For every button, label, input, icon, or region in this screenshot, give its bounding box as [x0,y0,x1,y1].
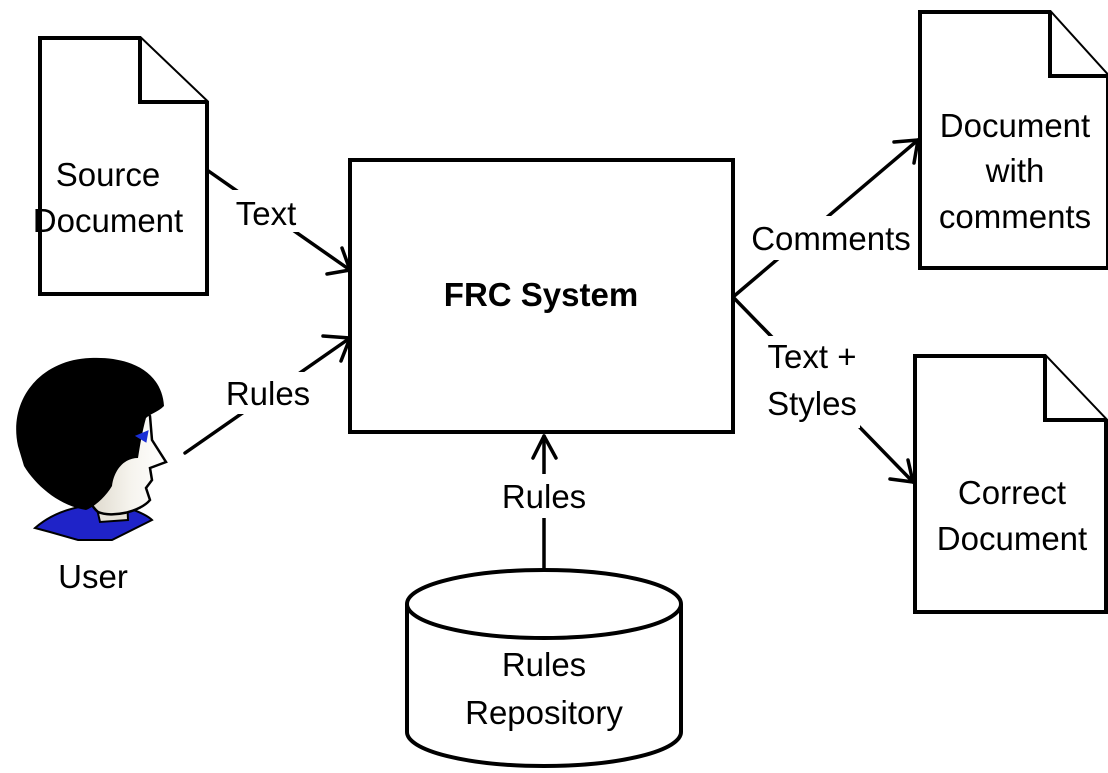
rules-repository-label-line2: Repository [465,694,623,731]
edge-source-to-frc: Text [205,168,352,276]
edge-frc-to-correct: Text + Styles [731,295,915,484]
document-with-comments-node: Document with comments [918,10,1108,270]
rules-repository-node: Rules Repository [405,568,683,768]
edge-label-comments: Comments [751,220,911,257]
document-with-comments-label-line1: Document [940,107,1090,144]
correct-document-label-line1: Correct [958,474,1066,511]
source-document-label-line2: Document [33,202,183,239]
edge-label-text: Text [236,195,297,232]
user-node: User [16,357,168,595]
edge-frc-to-commented: Comments [731,138,920,299]
document-with-comments-label-line2: with [985,152,1045,189]
user-label: User [58,558,128,595]
source-document-label-line1: Source [56,156,161,193]
correct-document-label-line2: Document [937,520,1087,557]
edge-label-styles: Styles [767,385,857,422]
edge-repository-to-frc: Rules [496,434,592,572]
document-with-comments-label-line3: comments [939,198,1091,235]
edge-label-repository-rules: Rules [502,478,586,515]
frc-system-label: FRC System [444,276,638,313]
user-avatar-icon [16,357,168,541]
rules-repository-label-line1: Rules [502,646,586,683]
edge-label-user-rules: Rules [226,375,310,412]
edge-user-to-frc: Rules [183,334,352,455]
correct-document-node: Correct Document [913,354,1108,614]
frc-system-node: FRC System [348,158,735,434]
source-document-node: Source Document [33,36,209,296]
edge-label-text-plus: Text + [768,338,857,375]
